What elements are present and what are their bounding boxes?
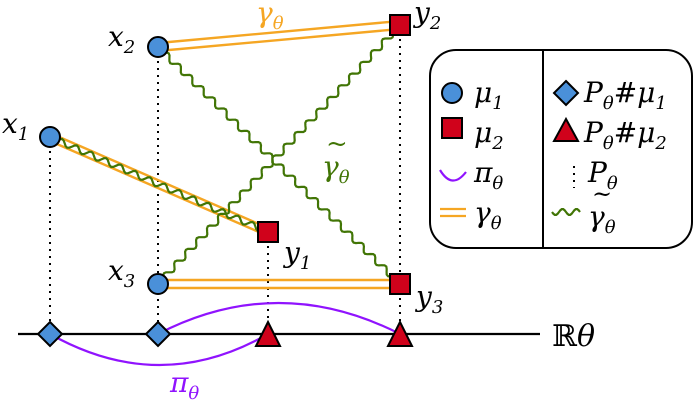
legend-proj-label: Pθ xyxy=(587,156,618,194)
legend-triangle-icon xyxy=(552,116,580,142)
point-x3-icon xyxy=(147,273,169,295)
legend: μ1 μ2 πθ γθ Pθ#μ1 Pθ#μ2 Pθ ~ γθ xyxy=(429,49,693,249)
label-y3: y3 xyxy=(414,280,443,318)
legend-arc-icon xyxy=(439,169,467,182)
legend-tilde-accent: ~ xyxy=(592,180,612,208)
legend-gamma-tilde-label: γθ xyxy=(588,200,616,238)
gamma-couplings xyxy=(49,19,401,290)
label-pi: πθ xyxy=(169,366,199,404)
svg-text:~: ~ xyxy=(326,129,348,159)
point-y2-icon xyxy=(389,14,411,36)
svg-text:γθ: γθ xyxy=(322,150,350,188)
legend-mu2-label: μ2 xyxy=(474,116,504,154)
legend-circle-icon xyxy=(441,82,463,104)
gamma-x2-y2-b xyxy=(157,27,401,53)
point-x2-icon xyxy=(147,36,169,58)
legend-mu1-label: μ1 xyxy=(474,76,504,114)
legend-gamma-label: γθ xyxy=(474,196,502,234)
label-x2: x2 xyxy=(108,20,135,58)
legend-double-line-icon xyxy=(440,207,466,218)
gamma-x1-y1-a xyxy=(49,131,269,230)
point-y1-icon xyxy=(257,221,279,243)
wavy-x2-y3 xyxy=(156,46,400,286)
label-y1: y1 xyxy=(282,236,311,274)
triangle-y1-icon xyxy=(254,319,282,347)
target-points xyxy=(257,14,411,295)
legend-frame xyxy=(429,49,693,249)
label-x1: x1 xyxy=(2,107,29,145)
diamond-x2-icon xyxy=(144,320,172,348)
projected-source xyxy=(36,320,172,348)
projected-target xyxy=(254,319,414,347)
label-gamma: γθ xyxy=(256,0,284,34)
gamma-tilde-couplings xyxy=(48,25,402,286)
legend-push1-label: Pθ#μ1 xyxy=(583,76,667,114)
label-y2: y2 xyxy=(412,0,441,34)
wavy-x1-y1 xyxy=(48,136,270,233)
triangle-y2-icon xyxy=(386,319,414,347)
label-x3: x3 xyxy=(108,254,135,292)
gamma-x1-y1-b xyxy=(49,139,269,238)
label-gamma-tilde: ~ γθ xyxy=(322,129,350,188)
point-x1-icon xyxy=(39,126,61,148)
point-y3-icon xyxy=(389,273,411,295)
pi-couplings xyxy=(49,302,401,367)
source-points xyxy=(39,36,169,295)
legend-diamond-icon xyxy=(552,79,580,107)
legend-pi-label: πθ xyxy=(473,156,503,194)
axis-label: ℝθ xyxy=(552,319,595,354)
legend-wavy-icon xyxy=(551,208,581,216)
gamma-x2-y2-a xyxy=(157,19,401,45)
legend-push2-label: Pθ#μ2 xyxy=(583,116,667,154)
wavy-x3-y2 xyxy=(158,25,402,286)
diamond-x1-icon xyxy=(36,320,64,348)
pi-arc-lower xyxy=(49,333,269,367)
legend-square-icon xyxy=(441,117,463,139)
pi-arc-upper xyxy=(157,302,401,335)
